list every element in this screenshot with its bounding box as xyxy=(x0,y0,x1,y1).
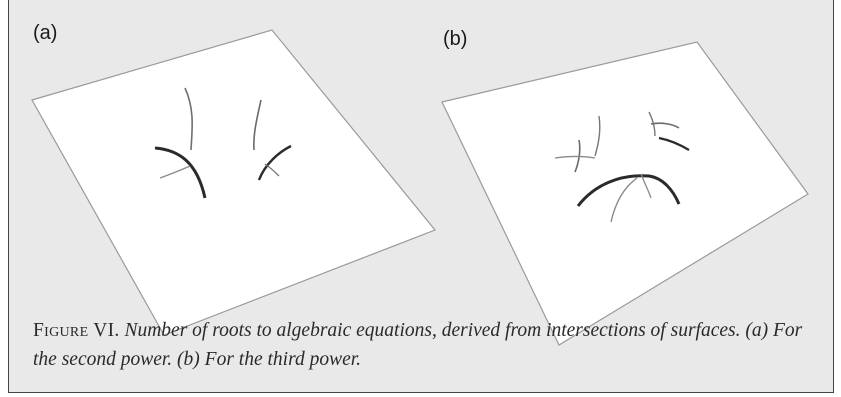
panel-b-curve xyxy=(594,115,601,157)
panel-b-label: (b) xyxy=(443,28,468,50)
panel-b-curve xyxy=(650,122,680,129)
figure-illustration xyxy=(31,29,809,346)
panel-a-curve xyxy=(257,144,292,181)
panel-a-curve xyxy=(264,163,280,177)
caption-lead: Figure VI. xyxy=(33,320,120,341)
panel-b-curve xyxy=(658,136,690,151)
caption-text: Number of roots to algebraic equations, … xyxy=(33,320,803,370)
panel-b-curve xyxy=(610,177,638,223)
figure-caption: Figure VI. Number of roots to algebraic … xyxy=(33,316,823,374)
panel-b-plane xyxy=(441,41,809,346)
panel-b-curve xyxy=(576,174,681,207)
panel-a-curve xyxy=(154,146,207,199)
panel-b-curve xyxy=(640,173,652,199)
panel-a-label: (a) xyxy=(33,22,58,44)
panel-a-plane xyxy=(31,29,436,336)
panel-a-curve xyxy=(253,99,262,151)
panel-a-surface xyxy=(31,29,436,336)
panel-b-surface xyxy=(441,41,809,346)
panel-b-curve xyxy=(554,155,596,159)
panel-a-curve xyxy=(184,87,194,151)
figure-box: (a) (b) Figure VI. Number of roots to al… xyxy=(8,0,834,393)
panel-a-curve xyxy=(159,165,191,179)
